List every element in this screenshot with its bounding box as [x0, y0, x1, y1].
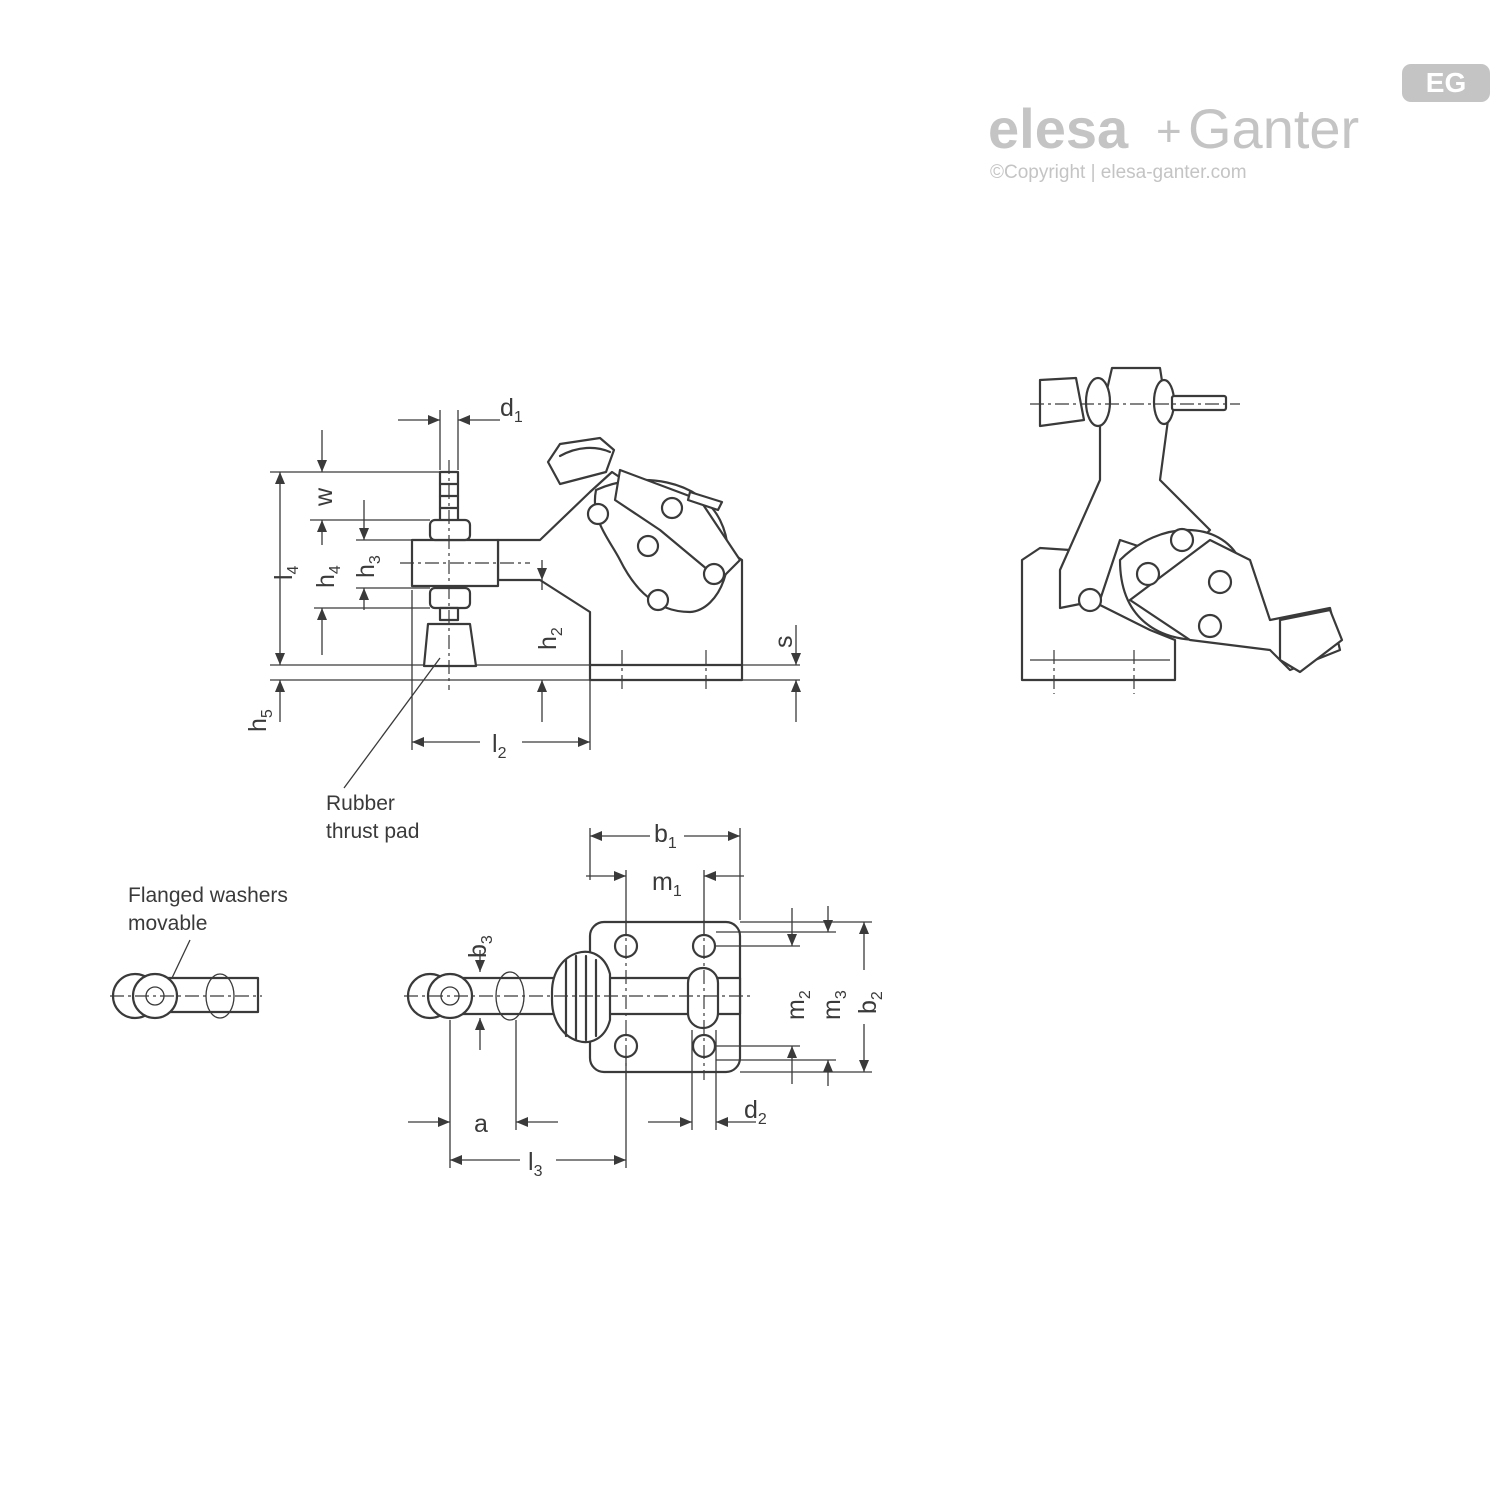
rubber-pad-note-line1: Rubber	[326, 792, 395, 815]
svg-text:EG: EG	[1426, 67, 1466, 98]
dim-l2: l2	[492, 730, 507, 762]
dim-m3: m3	[818, 990, 850, 1020]
dim-b1: b1	[654, 820, 677, 852]
logo-brand-right: Ganter	[1188, 97, 1359, 160]
isometric-view	[1020, 366, 1344, 694]
dim-w: w	[310, 487, 338, 507]
dim-s: s	[770, 636, 798, 649]
side-view-dimensions	[270, 410, 801, 750]
logo-copyright: ©Copyright | elesa-ganter.com	[990, 162, 1247, 183]
dim-m2: m2	[782, 990, 814, 1020]
top-view-dimensions	[408, 828, 872, 1168]
dim-b3: b3	[464, 935, 496, 958]
logo-brand-left: elesa	[988, 97, 1129, 160]
dim-l4: l4	[270, 565, 302, 580]
top-view-labels: b1 m1 b3 m2 m3 b2 a d2 l3	[464, 820, 886, 1180]
washer-detail-view: Flanged washers movable	[110, 884, 288, 1020]
side-view	[270, 436, 800, 789]
side-view-labels: d1 w l4 h4 h3 h2 h5 s l2 Rubber thrust p…	[244, 394, 798, 843]
dim-b2: b2	[854, 991, 886, 1014]
dim-h4: h4	[312, 565, 344, 588]
rubber-pad-note-line2: thrust pad	[326, 820, 419, 843]
dim-h3: h3	[352, 555, 384, 578]
dim-a: a	[474, 1110, 488, 1138]
logo-brand-plus: +	[1156, 107, 1182, 156]
eg-badge-icon: EG	[1402, 64, 1490, 102]
elesa-ganter-logo: elesa + Ganter ©Copyright | elesa-ganter…	[988, 64, 1490, 183]
top-view	[404, 920, 750, 1080]
dim-h5: h5	[244, 709, 276, 732]
dim-l3: l3	[528, 1148, 543, 1180]
washers-note-line1: Flanged washers	[128, 884, 288, 907]
dim-d1: d1	[500, 394, 523, 426]
dim-d2: d2	[744, 1096, 767, 1128]
washers-note-line2: movable	[128, 912, 207, 935]
dim-h2: h2	[534, 627, 566, 650]
dim-m1: m1	[652, 868, 682, 900]
